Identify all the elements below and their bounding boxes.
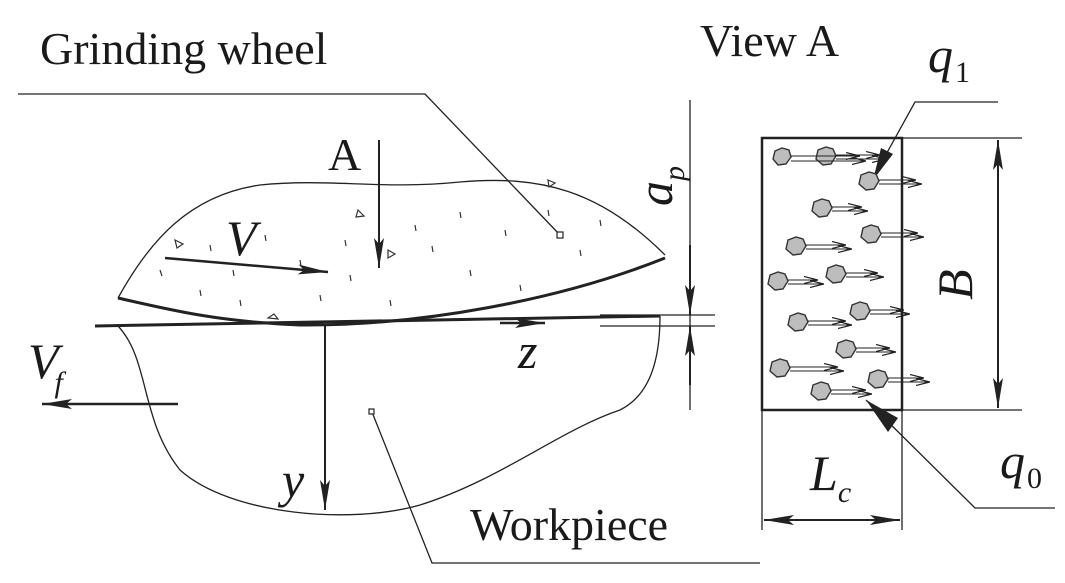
abrasive-grain — [769, 358, 791, 378]
contact-length-label: Lc — [809, 445, 851, 509]
abrasive-grain — [849, 301, 871, 321]
z-axis-label: z — [517, 323, 537, 379]
grinding-wheel-label: Grinding wheel — [40, 23, 327, 74]
workpiece-outline — [117, 315, 661, 516]
workpiece-leader — [371, 411, 760, 564]
depth-of-cut-label: ap — [627, 166, 691, 206]
q1-label: q1 — [928, 27, 970, 89]
grinding-wheel-leader — [18, 93, 561, 236]
workpiece-leader-point — [368, 408, 375, 415]
abrasive-grain — [867, 369, 889, 389]
abrasive-grain — [835, 339, 857, 359]
abrasive-grain — [785, 236, 807, 256]
wheel-grit-speckles — [159, 179, 602, 320]
q0-leader-arrowhead — [866, 400, 898, 432]
abrasive-grain — [858, 171, 880, 191]
abrasive-grain — [787, 312, 809, 332]
workpiece — [42, 314, 715, 516]
abrasive-grain — [810, 381, 832, 401]
grinding-wheel — [117, 179, 666, 327]
q1-leader-arrowhead — [873, 148, 893, 180]
grinding-wheel-outline — [117, 179, 666, 299]
abrasive-grain — [811, 198, 833, 218]
section-a-label: A — [328, 129, 361, 180]
wheel-speed-label: V — [226, 210, 262, 266]
contact-width-label: B — [927, 269, 983, 300]
workpiece-label: Workpiece — [470, 499, 668, 550]
contact-zone-rectangle — [760, 136, 904, 412]
abrasive-grain — [825, 264, 847, 284]
q0-leader — [865, 399, 1055, 509]
q1-leader — [872, 101, 998, 179]
abrasive-grain — [767, 271, 789, 291]
abrasive-grain — [860, 224, 882, 244]
feed-speed-label: Vf — [28, 333, 67, 399]
view-a-label: View A — [700, 15, 839, 66]
y-axis-label: y — [277, 452, 305, 508]
abrasive-grains — [767, 146, 889, 401]
workpiece-surface-line — [94, 314, 661, 328]
grain-velocity-vectors — [788, 155, 930, 394]
abrasive-grain — [772, 147, 792, 166]
q0-label: q0 — [1000, 433, 1042, 495]
grinding-wheel-leader-point — [556, 231, 564, 239]
wheel-speed-arrow — [164, 256, 329, 275]
grinding-wheel-contact-arc — [117, 256, 666, 327]
view-a-contact-zone — [760, 101, 1055, 530]
